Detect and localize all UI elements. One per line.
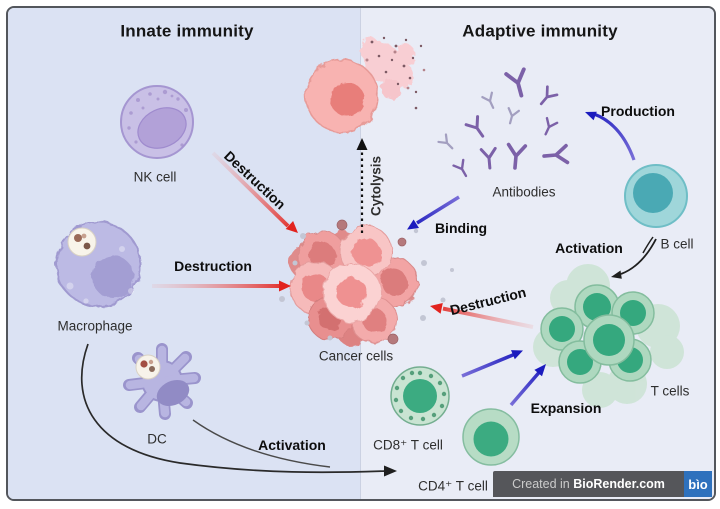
activation-arrow-bcell [611, 236, 657, 279]
cd4-t-cell-label: CD4⁺ T cell [418, 478, 488, 494]
production-arrow [585, 111, 636, 161]
macrophage-illustration [55, 221, 141, 307]
cancer-cells-label: Cancer cells [318, 348, 394, 364]
nk-cell-label: NK cell [133, 169, 177, 185]
binding-label: Binding [434, 220, 488, 236]
destruction-arrow-tcells [430, 303, 534, 329]
innate-immunity-title: Innate immunity [120, 21, 254, 41]
production-label: Production [601, 103, 675, 119]
activation-label-bcell: Activation [555, 240, 623, 256]
cytolysis-arrow [356, 138, 368, 233]
expansion-arrow-cd8 [461, 350, 523, 378]
cd8-t-cell-label: CD8⁺ T cell [373, 437, 443, 453]
b-cell-illustration [624, 164, 688, 228]
destruction-arrow-nk [211, 151, 298, 233]
dc-label: DC [147, 431, 167, 447]
dendritic-cell-illustration [123, 343, 201, 420]
t-cells-label: T cells [650, 383, 690, 399]
expansion-label: Expansion [530, 400, 602, 416]
destruction-arrow-macrophage [152, 280, 291, 292]
activation-label-apc: Activation [258, 437, 326, 453]
destruction-label-macrophage: Destruction [174, 258, 252, 274]
expansion-arrow-cd4 [509, 364, 546, 407]
cytolysis-label: Cytolysis [368, 155, 384, 217]
macrophage-label: Macrophage [57, 318, 133, 334]
attribution-brand: BioRender.com [573, 477, 665, 491]
antibodies-illustration [437, 67, 570, 180]
cancer-cells-illustration [289, 225, 419, 346]
adaptive-immunity-title: Adaptive immunity [462, 21, 618, 41]
dying-cancer-cell-illustration [305, 36, 426, 133]
biorender-attribution-text: Created in BioRender.com [493, 477, 684, 491]
binding-arrow [407, 195, 460, 230]
cd8-t-cell-illustration [390, 366, 450, 426]
b-cell-label: B cell [660, 236, 694, 252]
activation-arrow-apc [80, 343, 397, 477]
nk-cell-illustration [120, 85, 194, 159]
attribution-prefix: Created in [512, 477, 570, 491]
biorender-logo: bìo [684, 471, 712, 497]
antibodies-label: Antibodies [492, 184, 556, 200]
biorender-attribution-bar: Created in BioRender.com bìo [493, 471, 712, 497]
t-cells-cluster-illustration [533, 264, 684, 408]
cell-debris-dots [279, 219, 454, 345]
cd4-t-cell-illustration [462, 408, 520, 466]
